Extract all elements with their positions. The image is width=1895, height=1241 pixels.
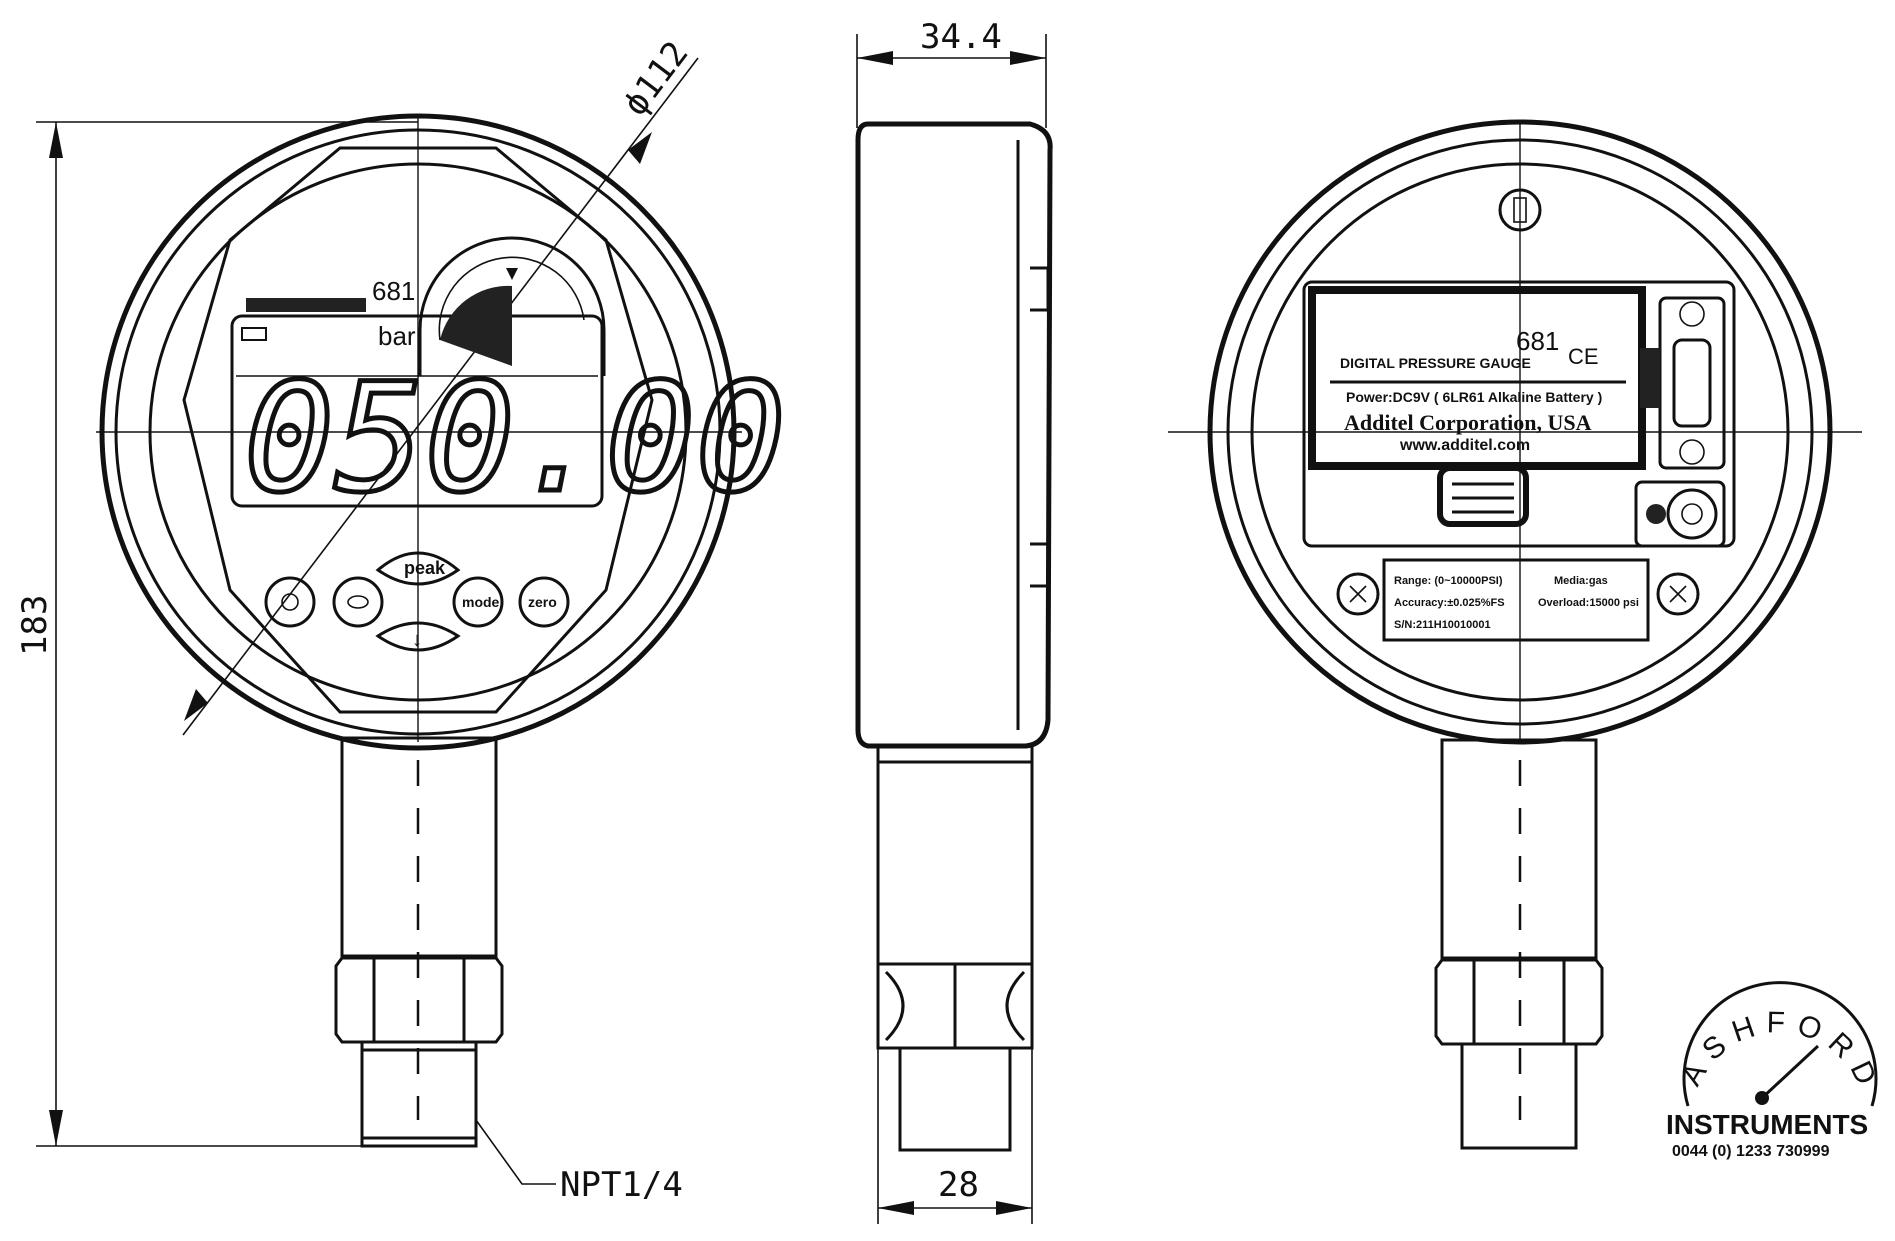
db9-port[interactable]: [1672, 338, 1712, 428]
rear-thread: [1460, 1042, 1578, 1150]
down-arrow-icon: ↓: [412, 629, 422, 651]
power-icon: [281, 593, 299, 611]
peak-button[interactable]: [375, 551, 461, 586]
spec-plate: [1382, 558, 1650, 642]
backlight-icon: [347, 595, 369, 609]
logo-blackout: [246, 298, 366, 312]
dial-scale: [438, 256, 585, 341]
battery-icon: [241, 327, 267, 341]
diameter-arrow-bottom: [184, 689, 208, 721]
round-connector-housing: [1634, 480, 1726, 548]
serial-port-housing: [1658, 296, 1726, 470]
front-octagon-bezel: [182, 146, 654, 714]
stamp-needle: [1760, 1044, 1820, 1100]
mode-button-label: mode: [462, 594, 500, 610]
height-arrow-top: [49, 122, 63, 158]
battery-latch[interactable]: [1437, 465, 1529, 527]
dial-window: [418, 236, 606, 376]
rear-ce-mark: CE: [1568, 344, 1599, 369]
rear-power: Power:DC9V ( 6LR61 Alkaline Battery ): [1346, 389, 1602, 405]
front-model: 681: [372, 276, 415, 306]
lcd-frame: [230, 314, 604, 508]
zero-button[interactable]: [518, 576, 570, 628]
zero-button-label: zero: [528, 594, 557, 610]
stamp-phone: 0044 (0) 1233 730999: [1672, 1143, 1830, 1160]
dial-pointer-mark: [506, 268, 518, 280]
front-hex-nut: [334, 956, 504, 1044]
spec-media: Media:gas: [1554, 575, 1608, 587]
rear-company: Additel Corporation, USA: [1344, 410, 1592, 435]
diameter-leader: [182, 57, 699, 736]
side-case: [855, 121, 1053, 749]
thread-label: NPT1/4: [560, 1165, 683, 1205]
spec-accuracy: Accuracy:±0.025%FS: [1394, 597, 1505, 609]
down-button[interactable]: [375, 621, 461, 652]
stem-width-label: 28: [938, 1165, 979, 1205]
spec-serial: S/N:211H10010001: [1394, 619, 1491, 631]
spec-overload: Overload:15000 psi: [1538, 597, 1639, 609]
round-connector[interactable]: [1666, 488, 1718, 540]
thread-leader: [475, 1119, 556, 1185]
front-thread: [360, 1040, 478, 1148]
side-view: 34.4 28: [855, 17, 1053, 1224]
rear-screw-left: [1336, 572, 1380, 616]
rear-view: 681 DIGITAL PRESSURE GAUGE CE Power:DC9V…: [1168, 119, 1862, 1150]
stamp-name: INSTRUMENTS: [1666, 1109, 1868, 1140]
diameter-arrow-top: [628, 132, 652, 164]
diameter-label: ϕ112: [615, 34, 696, 123]
front-reading: 050.00: [244, 352, 786, 526]
power-button[interactable]: [264, 576, 316, 628]
stamp-dial-arc: [1682, 981, 1878, 1107]
peak-button-label: peak: [404, 558, 446, 578]
rear-hex-nut: [1434, 958, 1604, 1046]
spec-range: Range: (0~10000PSI): [1394, 575, 1503, 587]
side-thread: [898, 1046, 1012, 1152]
rear-screw-top: [1498, 188, 1542, 232]
rear-website: www.additel.com: [1399, 437, 1530, 454]
backlight-button[interactable]: [332, 576, 384, 628]
height-arrow-bottom: [49, 1110, 63, 1146]
rear-model: 681: [1516, 326, 1559, 356]
rear-screw-right: [1656, 572, 1700, 616]
mode-button[interactable]: [452, 576, 504, 628]
dial-sweep: [440, 285, 512, 366]
height-label: 183: [15, 595, 55, 656]
ashford-stamp: ASHFORD INSTRUMENTS 0044 (0) 1233 730999: [1666, 981, 1878, 1160]
side-stem: [876, 744, 1034, 966]
rear-label-housing: [1302, 280, 1736, 548]
rear-product: DIGITAL PRESSURE GAUGE: [1340, 355, 1531, 371]
front-unit: bar: [378, 321, 416, 351]
depth-label: 34.4: [920, 17, 1002, 57]
front-view: ϕ112 681 bar 050.00 peak ↓ mode zero: [15, 34, 788, 1205]
